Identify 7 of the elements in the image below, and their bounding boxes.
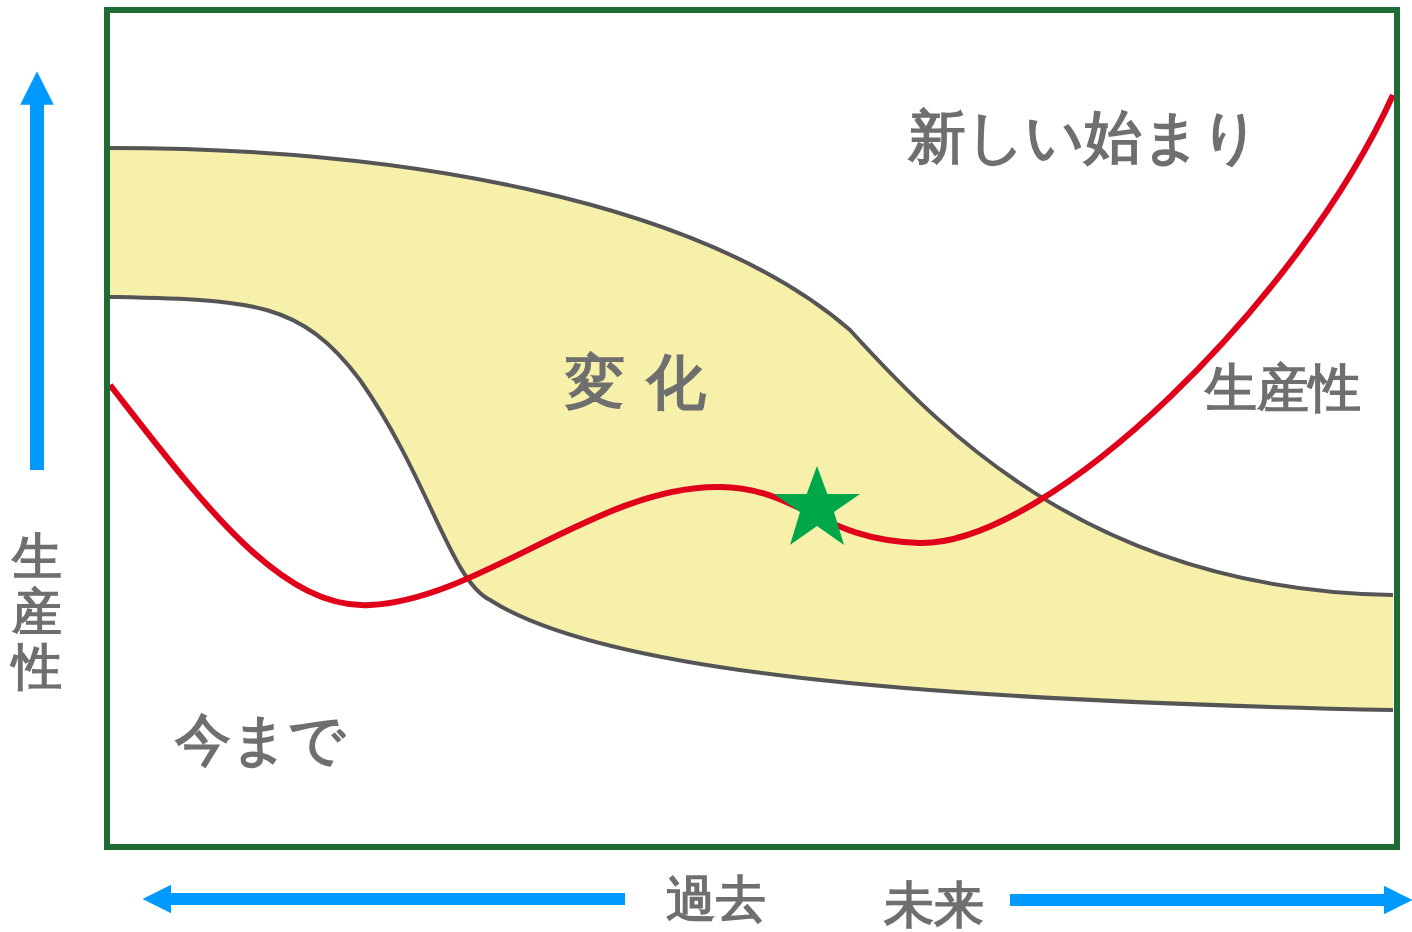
axis-label: 過去 [666, 874, 766, 924]
region-label: 今まで [175, 712, 345, 768]
region-label: 新しい始まり [908, 108, 1260, 166]
curve-label: 生産性 [1205, 362, 1361, 414]
axis-label: 生産性 [12, 530, 62, 695]
axis-label: 未来 [884, 880, 984, 930]
region-label: 変 化 [565, 352, 706, 412]
